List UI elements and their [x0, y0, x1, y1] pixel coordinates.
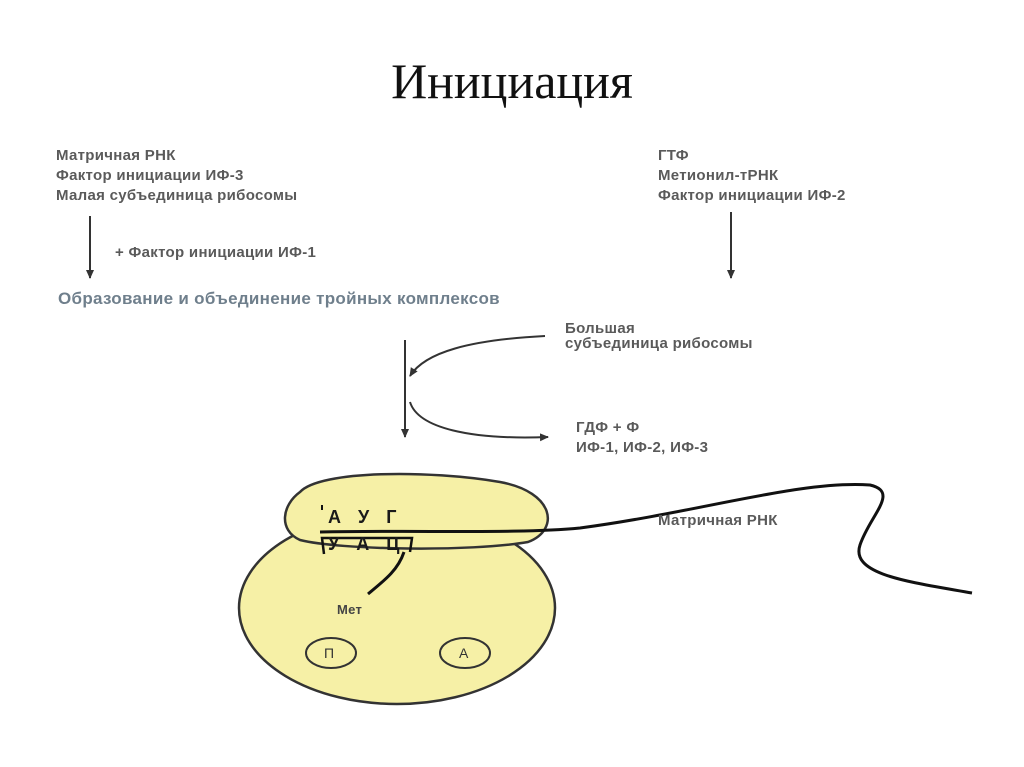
incoming-large-line1: Большая	[565, 320, 636, 337]
mrna-strand	[319, 483, 973, 595]
trna-anticodon-bracket	[320, 536, 414, 555]
left-input-if3: Фактор инициации ИФ-3	[56, 167, 244, 184]
a-site-label: А	[459, 645, 469, 661]
incoming-subunit-arrow	[409, 335, 546, 377]
ribosome-large-subunit	[283, 472, 550, 550]
anticodon-uac: У А Ц	[328, 534, 406, 554]
amino-acid-met: Мет	[337, 602, 363, 617]
p-site	[305, 637, 357, 669]
stage-label: Образование и объединение тройных компле…	[58, 289, 500, 308]
codon-aug: А У Г	[328, 507, 403, 527]
right-input-if2: Фактор инициации ИФ-2	[658, 187, 846, 204]
added-factor-if1: + Фактор инициации ИФ-1	[115, 244, 317, 261]
right-input-met-trna: Метионил-тРНК	[658, 167, 779, 184]
release-arrow	[409, 401, 549, 442]
released-factors: ИФ-1, ИФ-2, ИФ-3	[576, 439, 709, 456]
incoming-large-line2: субъединица рибосомы	[565, 335, 753, 352]
right-input-gtp: ГТФ	[658, 147, 689, 164]
slide-title: Инициация	[391, 53, 633, 109]
released-gdp: ГДФ + Ф	[576, 419, 640, 436]
mrna-label: Матричная РНК	[658, 512, 778, 529]
trna-stem	[367, 551, 406, 596]
left-input-mrna: Матричная РНК	[56, 147, 176, 164]
left-input-small-subunit: Малая субъединица рибосомы	[56, 187, 298, 204]
p-site-label: П	[324, 645, 335, 661]
a-site	[439, 637, 491, 669]
